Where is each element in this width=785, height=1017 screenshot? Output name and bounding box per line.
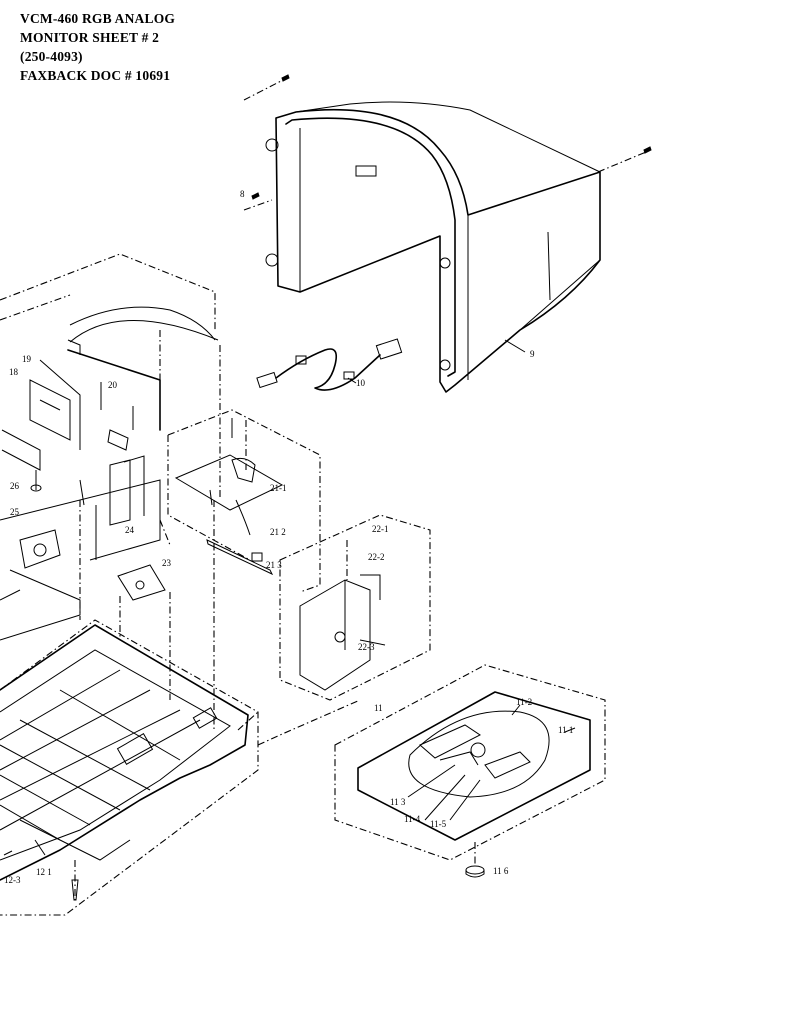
callout-20: 20 (108, 380, 118, 390)
callout-10: 10 (356, 378, 366, 388)
callout-12-3: 12-3 (4, 875, 21, 885)
callout-11-1: 11 1 (558, 725, 573, 735)
callout-22-2: 22-2 (368, 552, 385, 562)
video-cable-drawing (256, 338, 403, 391)
title-part-number-line: (250-4093) (20, 49, 83, 64)
callout-23: 23 (162, 558, 172, 568)
callout-11-6: 11 6 (493, 866, 509, 876)
callout-8: 8 (240, 189, 245, 199)
callout-12-1: 12 1 (36, 867, 52, 877)
callout-11-3: 11 3 (390, 797, 406, 807)
cabinet-latch (355, 165, 377, 177)
callout-19: 19 (22, 354, 32, 364)
callout-21-3: 21 3 (266, 560, 282, 570)
title-faxback-line: FAXBACK DOC # 10691 (20, 68, 171, 83)
callout-24: 24 (125, 525, 135, 535)
bottom-cabinet-drawing (0, 500, 361, 916)
callout-25: 25 (10, 507, 20, 517)
document-title-block: VCM-460 RGB ANALOG MONITOR SHEET # 2 (25… (20, 9, 175, 85)
callout-11-4: 11-4 (404, 814, 421, 824)
sub-pcb-drawing (69, 320, 321, 593)
callout-11: 11 (374, 703, 383, 713)
callout-18: 18 (9, 367, 19, 377)
rear-cabinet-drawing (243, 74, 652, 393)
title-sheet-line: MONITOR SHEET # 2 (20, 30, 160, 45)
callout-11-5: 11-5 (430, 819, 447, 829)
callout-11-2: 11-2 (516, 697, 532, 707)
bracket-drawing (279, 514, 431, 701)
callout-22-1: 22-1 (372, 524, 389, 534)
main-chassis-drawing (0, 253, 216, 641)
callout-21-2: 21 2 (270, 527, 286, 537)
callout-labels: 8 9 10 11 11 1 11-2 11 3 11-4 11-5 11 6 … (4, 189, 573, 885)
tilt-swivel-base-drawing (334, 664, 606, 878)
title-model-line: VCM-460 RGB ANALOG (20, 11, 176, 26)
callout-26: 26 (10, 481, 20, 491)
callout-21-1: 21-1 (270, 483, 287, 493)
callout-9: 9 (530, 349, 535, 359)
callout-22-3: 22-3 (358, 642, 375, 652)
